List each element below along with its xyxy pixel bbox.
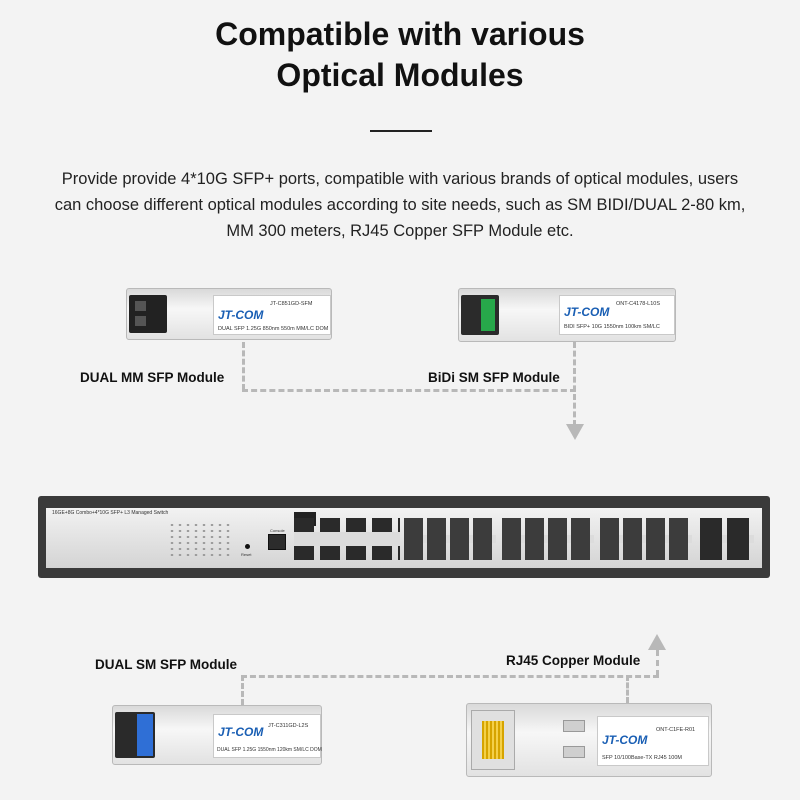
brand-logo: JT-COM	[602, 733, 648, 747]
module-model-number: JT-C311GD-L2S	[268, 723, 309, 729]
switch-front-panel: 16GE+8G Combo+4*10G SFP+ L3 Managed Swit…	[46, 508, 762, 568]
module-spec-text: BIDI SFP+ 10G 1550nm 100km SM/LC	[564, 324, 660, 330]
rj45-copper-label: RJ45 Copper Module	[506, 653, 641, 668]
connector-line	[573, 342, 576, 426]
module-spec-text: DUAL SFP 1.25G 850nm 550m MM/LC DOM	[218, 326, 329, 332]
module-optic-bore	[481, 299, 495, 331]
sfp-plus-port-group	[700, 518, 754, 560]
module-label-sticker: JT-COM ONT-C1FE-R01 SFP 10/100Base-TX RJ…	[597, 716, 709, 766]
module-optic-bore	[135, 316, 146, 326]
console-port	[268, 534, 286, 550]
rj45-port-group-3	[600, 518, 692, 560]
dual-mm-sfp-module-image: JT-COM JT-C851GD-SFM DUAL SFP 1.25G 850n…	[126, 288, 332, 340]
arrow-up-icon	[648, 634, 666, 650]
reset-label: Reset	[241, 552, 252, 557]
module-model-number: ONT-C4178-L10S	[616, 301, 661, 307]
connector-line	[626, 675, 629, 703]
connector-line	[242, 342, 245, 390]
rj45-contacts	[482, 721, 504, 759]
combo-sfp-port-group	[294, 512, 400, 566]
arrow-down-icon	[566, 424, 584, 440]
module-label-sticker: JT-COM ONT-C4178-L10S BIDI SFP+ 10G 1550…	[559, 295, 675, 335]
page-title: Compatible with various Optical Modules	[0, 14, 800, 95]
module-slot	[563, 720, 585, 732]
network-switch-image: 16GE+8G Combo+4*10G SFP+ L3 Managed Swit…	[38, 496, 770, 578]
module-label-sticker: JT-COM JT-C311GD-L2S DUAL SFP 1.25G 1550…	[213, 714, 322, 758]
console-label: Console	[270, 528, 285, 533]
rj45-copper-module-image: JT-COM ONT-C1FE-R01 SFP 10/100Base-TX RJ…	[466, 703, 712, 777]
page-title-line-2: Optical Modules	[276, 57, 524, 93]
bidi-sm-sfp-module-image: JT-COM ONT-C4178-L10S BIDI SFP+ 10G 1550…	[458, 288, 676, 342]
brand-logo: JT-COM	[218, 308, 264, 322]
brand-logo: JT-COM	[218, 725, 264, 739]
reset-button	[245, 544, 250, 549]
module-label-sticker: JT-COM JT-C851GD-SFM DUAL SFP 1.25G 850n…	[213, 295, 331, 335]
dual-sm-label: DUAL SM SFP Module	[95, 657, 238, 672]
rj45-port-group-2	[502, 518, 594, 560]
connector-line	[656, 650, 659, 676]
module-optic-bore	[137, 714, 153, 756]
bidi-sm-label: BiDi SM SFP Module	[428, 370, 560, 385]
connector-line	[241, 675, 244, 705]
module-model-number: JT-C851GD-SFM	[270, 301, 313, 307]
status-led-panel	[168, 522, 232, 558]
module-model-number: ONT-C1FE-R01	[656, 727, 696, 733]
rj45-jack	[471, 710, 515, 770]
module-spec-text: SFP 10/100Base-TX RJ45 100M	[602, 755, 682, 761]
module-slot	[563, 746, 585, 758]
connector-line	[241, 675, 659, 678]
title-divider	[370, 130, 432, 132]
brand-logo: JT-COM	[564, 305, 610, 319]
module-spec-text: DUAL SFP 1.25G 1550nm 120km SM/LC DOM	[217, 747, 322, 753]
page-title-line-1: Compatible with various	[215, 16, 585, 52]
connector-line	[242, 389, 576, 392]
switch-model-text: 16GE+8G Combo+4*10G SFP+ L3 Managed Swit…	[52, 510, 169, 516]
description-text: Provide provide 4*10G SFP+ ports, compat…	[54, 170, 746, 240]
dual-sm-sfp-module-image: JT-COM JT-C311GD-L2S DUAL SFP 1.25G 1550…	[112, 705, 322, 765]
sfp-port-grid-gap	[294, 532, 400, 546]
rj45-port-group-1	[404, 518, 496, 560]
module-optic-bore	[135, 301, 146, 311]
dual-mm-label: DUAL MM SFP Module	[80, 370, 225, 385]
